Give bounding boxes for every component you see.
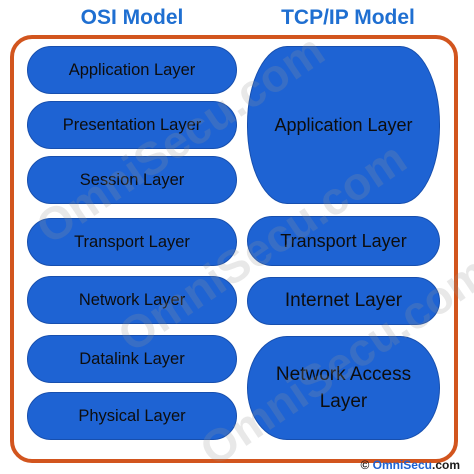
osi-physical-layer: Physical Layer	[27, 392, 237, 440]
tcpip-network-access-layer: Network Access Layer	[247, 336, 440, 440]
tcpip-internet-layer: Internet Layer	[247, 277, 440, 325]
osi-presentation-layer: Presentation Layer	[27, 101, 237, 149]
tcpip-transport-layer: Transport Layer	[247, 216, 440, 266]
copyright-suffix: .com	[431, 458, 460, 472]
osi-session-layer: Session Layer	[27, 156, 237, 204]
copyright-notice: © OmniSecu.com	[360, 458, 460, 472]
osi-transport-layer: Transport Layer	[27, 218, 237, 266]
tcpip-application-layer: Application Layer	[247, 46, 440, 204]
copyright-symbol: ©	[360, 458, 370, 472]
copyright-brand: OmniSecu	[372, 458, 432, 472]
tcpip-model-title: TCP/IP Model	[281, 6, 415, 29]
osi-model-title: OSI Model	[80, 6, 184, 29]
osi-application-layer: Application Layer	[27, 46, 237, 94]
osi-network-layer: Network Layer	[27, 276, 237, 324]
osi-datalink-layer: Datalink Layer	[27, 335, 237, 383]
diagram-frame	[10, 35, 458, 463]
